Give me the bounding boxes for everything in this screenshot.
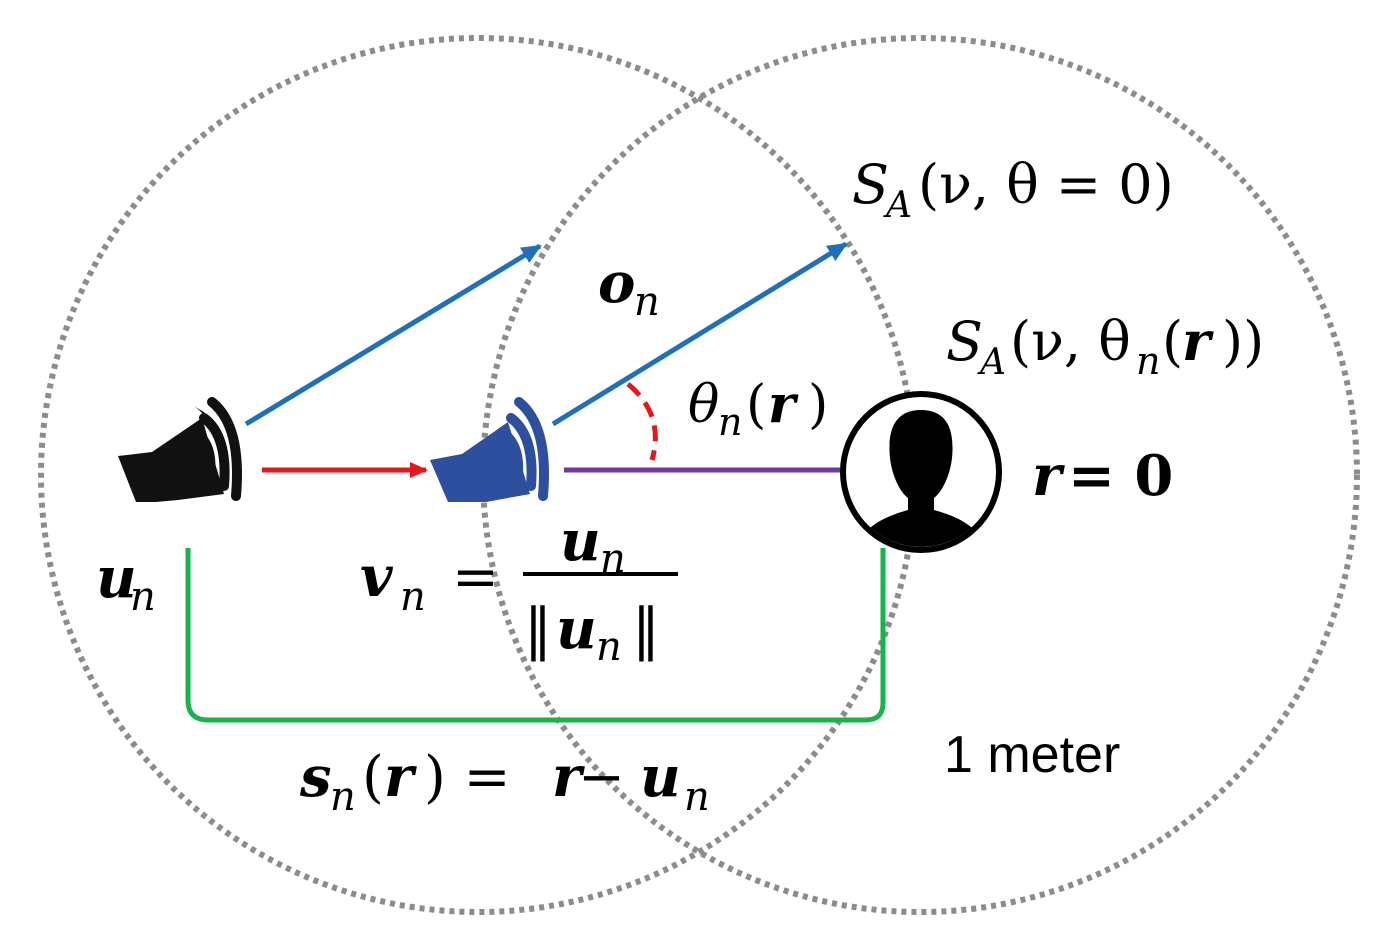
svg-text:(: ( [362,745,384,810]
angle-arc [626,382,658,461]
displacement-bracket [185,548,886,723]
svg-text:=: = [452,545,499,610]
speaker-icon [118,397,242,502]
svg-text:r: r [1182,309,1214,373]
svg-text:n: n [684,774,710,820]
svg-text:s: s [299,744,332,810]
label-r-equals-zero: r = 0 [1032,443,1173,509]
orientation-arrow-o [551,241,848,427]
person-icon [840,391,1002,553]
label-s-n-r-formula: s n ( r ) = r − u n [299,744,710,820]
label-v-n-formula: v n = u n ‖ u n ‖ [360,508,678,670]
label-sa-theta-zero: S A (ν, θ = 0) [852,153,1174,226]
svg-text:n: n [596,624,622,670]
svg-text:‖: ‖ [632,597,660,662]
direction-arrow-left [244,243,542,427]
svg-text:r: r [552,744,585,810]
svg-text:): ) [808,375,828,435]
svg-text:(ν, θ: (ν, θ [1010,310,1131,373]
svg-text:(ν, θ = 0): (ν, θ = 0) [918,153,1174,216]
svg-text:u: u [640,744,681,810]
svg-text:n: n [400,574,426,620]
svg-text:) =: ) = [424,745,511,810]
svg-text:v: v [360,544,394,610]
svg-text:u: u [556,596,597,662]
svg-text:= 0: = 0 [1068,443,1173,509]
svg-text:(: ( [1162,310,1183,373]
svg-text:‖: ‖ [524,597,552,662]
svg-text:−: − [578,745,625,810]
svg-text:n: n [130,574,156,620]
svg-text:o: o [598,250,635,316]
svg-text:S: S [946,310,983,373]
label-one-meter: 1 meter [944,726,1120,784]
svg-text:n: n [634,279,660,325]
label-theta-n-r: θ n ( r ) [688,374,828,444]
svg-text:n: n [1136,339,1160,383]
svg-text:θ: θ [688,375,719,435]
svg-text:n: n [330,774,356,820]
svg-text:u: u [560,508,601,574]
svg-text:u: u [96,545,137,611]
svg-text:A: A [977,342,1006,383]
label-o-n: o n [598,250,660,325]
svg-text:(: ( [746,375,766,435]
svg-text:)): )) [1222,310,1264,373]
svg-text:r: r [768,374,799,435]
svg-text:A: A [883,185,912,226]
label-sa-theta-n: S A (ν, θ n ( r )) [946,309,1264,383]
svg-text:r: r [1032,443,1065,509]
svg-text:n: n [718,400,742,444]
speaker-icon [430,397,549,502]
label-u-n: u n [96,545,156,620]
svg-text:r: r [384,744,417,810]
svg-text:S: S [852,153,889,216]
